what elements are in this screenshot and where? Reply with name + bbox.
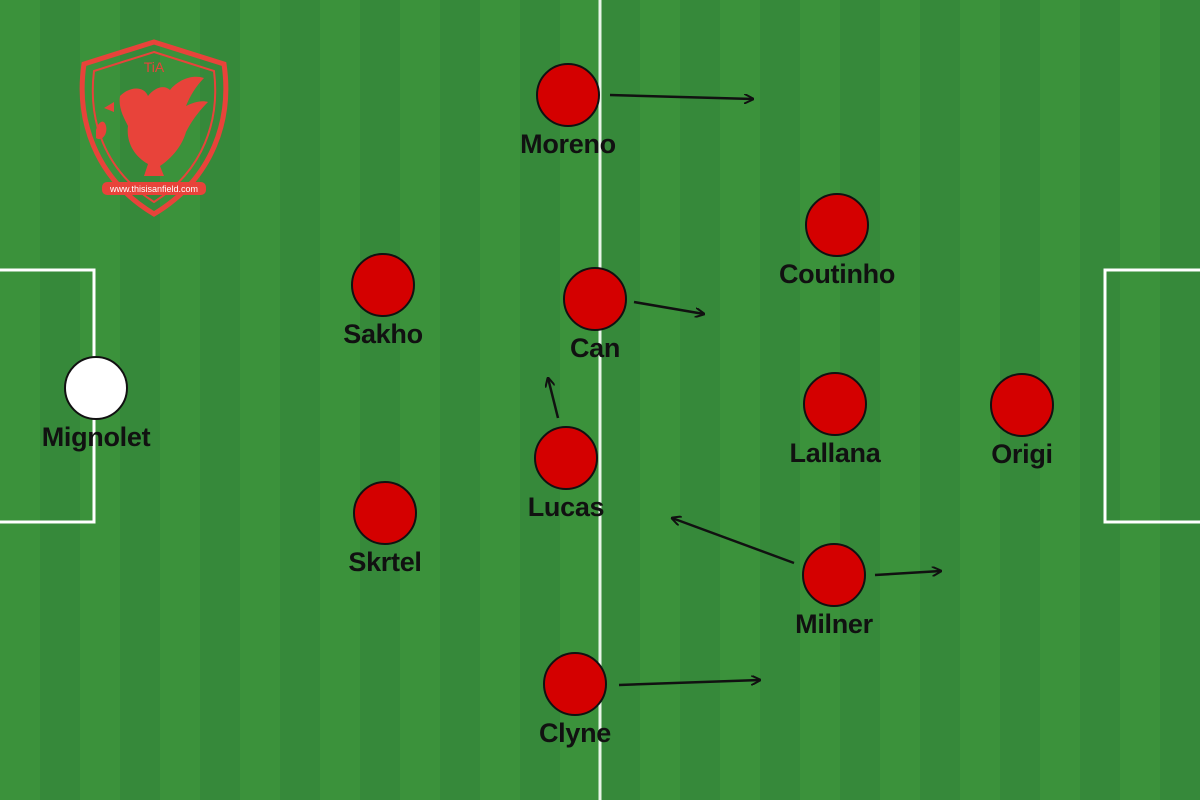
- arrow-clyne-forward: [618, 680, 760, 687]
- player-name: Lallana: [789, 438, 881, 468]
- player-marker: [351, 253, 415, 317]
- arrow-milner-forward: [874, 571, 941, 575]
- player-marker: [543, 652, 607, 716]
- liverbird-icon: [96, 76, 208, 176]
- player-name: Mignolet: [41, 422, 151, 452]
- player-marker: [990, 373, 1054, 437]
- player-name: Sakho: [343, 319, 423, 349]
- player-marker: [805, 193, 869, 257]
- player-name: Origi: [991, 439, 1053, 469]
- player-marker: [534, 426, 598, 490]
- player-marker: [563, 267, 627, 331]
- player-marker: [64, 356, 128, 420]
- player-name: Lucas: [527, 492, 605, 522]
- player-name: Coutinho: [778, 259, 896, 289]
- player-name: Clyne: [538, 718, 612, 748]
- arrow-can-forward: [633, 300, 704, 314]
- movement-arrows: [548, 95, 941, 687]
- player-marker: [802, 543, 866, 607]
- player-name: Moreno: [520, 129, 616, 159]
- liverbird-crest-icon: TiA www.thisisanfield.com: [79, 39, 229, 217]
- player-marker: [536, 63, 600, 127]
- player-name: Milner: [795, 609, 873, 639]
- player-name: Can: [569, 333, 621, 363]
- arrow-milner-back: [672, 518, 795, 565]
- player-marker: [803, 372, 867, 436]
- logo-url: www.thisisanfield.com: [109, 184, 198, 194]
- player-marker: [353, 481, 417, 545]
- player-name: Skrtel: [348, 547, 422, 577]
- arrow-lucas-up: [548, 378, 560, 419]
- right-penalty-box: [1103, 268, 1200, 524]
- logo-initials: TiA: [144, 59, 165, 75]
- arrow-moreno-forward: [609, 95, 753, 99]
